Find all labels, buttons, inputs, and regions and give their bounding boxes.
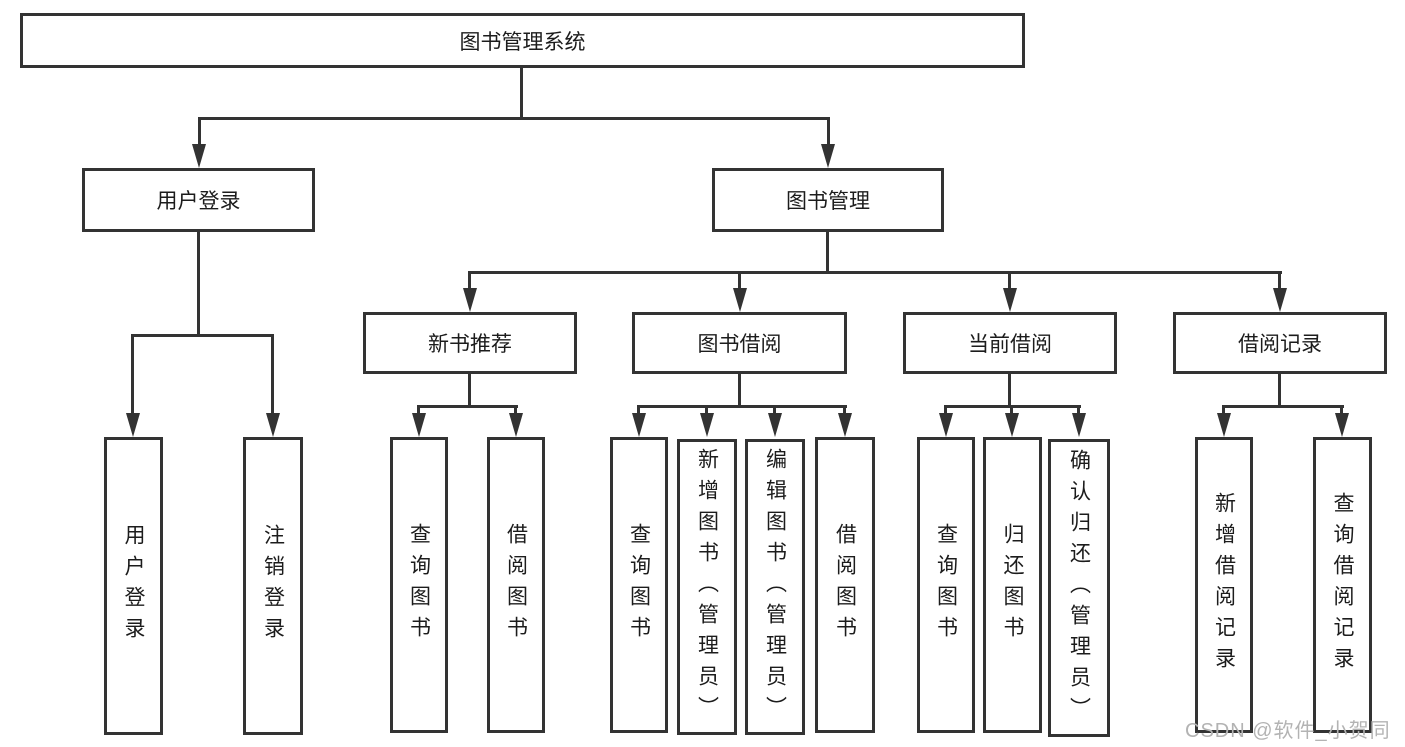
leaf-logout: 注销登录 [243,437,303,735]
leaf-query-books-current: 查询图书 [917,437,975,733]
node-label: 查询图书 [407,523,431,647]
node-label: 新增图书（管理员） [695,447,719,727]
connector-drop [1008,374,1011,407]
connector-root-drop [520,68,523,118]
leaf-edit-book-admin: 编辑图书（管理员） [745,439,805,735]
arrow-down-icon [733,288,747,312]
arrow-down-icon [838,413,852,437]
connector-level3-bar [468,271,1282,274]
node-label: 当前借阅 [968,333,1052,356]
node-new-book-recommend: 新书推荐 [363,312,577,374]
node-label: 图书管理 [786,190,870,213]
connector-drop-leaf [1010,405,1013,415]
arrow-down-icon [1335,413,1349,437]
connector-drop [468,374,471,407]
arrow-down-icon [266,413,280,437]
connector-book-management-drop [826,232,829,273]
arrow-down-icon [1217,413,1231,437]
connector-bar [637,405,847,408]
arrow-down-icon [1005,413,1019,437]
node-label: 归还图书 [1001,523,1024,647]
node-label: 用户登录 [122,524,145,648]
arrow-down-icon [1072,413,1086,437]
node-label: 注销登录 [261,524,285,648]
node-label: 借阅记录 [1238,333,1322,356]
connector-drop-leaf [514,405,517,415]
node-label: 查询借阅记录 [1331,492,1354,678]
node-label: 用户登录 [156,190,241,213]
leaf-query-borrow-record: 查询借阅记录 [1313,437,1372,733]
arrow-down-icon [632,413,646,437]
node-current-borrow: 当前借阅 [903,312,1117,374]
connector-drop-user-login [198,117,201,147]
arrow-down-icon [821,144,835,168]
leaf-query-books-borrow: 查询图书 [610,437,668,733]
arrow-down-icon [768,413,782,437]
leaf-return-books: 归还图书 [983,437,1042,733]
leaf-user-login: 用户登录 [104,437,163,735]
node-label: 新增借阅记录 [1212,492,1236,678]
node-library-management-system: 图书管理系统 [20,13,1025,68]
connector-drop-leaf [705,405,708,415]
connector-drop-leaf [417,405,420,415]
node-label: 图书借阅 [697,333,782,356]
arrow-down-icon [192,144,206,168]
connector-drop-new-book [468,271,471,290]
connector-drop-leaf [1340,405,1343,415]
leaf-borrow-books: 借阅图书 [815,437,875,733]
connector-user-login-drop [197,232,200,335]
node-label: 编辑图书（管理员） [763,447,787,727]
node-label: 确认归还（管理员） [1067,448,1091,728]
arrow-down-icon [463,288,477,312]
connector-drop-leaf [1222,405,1225,415]
connector-drop-leaf [1077,405,1080,415]
node-label: 查询图书 [627,523,651,647]
connector-drop-book-borrow [738,271,741,290]
leaf-query-books-recommend: 查询图书 [390,437,448,733]
node-label: 查询图书 [934,523,958,647]
arrow-down-icon [509,413,523,437]
connector-level1-bar [198,117,830,120]
arrow-down-icon [1273,288,1287,312]
leaf-add-borrow-record: 新增借阅记录 [1195,437,1253,733]
node-book-borrow: 图书借阅 [632,312,847,374]
node-label: 借阅图书 [504,523,528,647]
connector-drop [1278,374,1281,407]
leaf-borrow-books-recommend: 借阅图书 [487,437,545,733]
arrow-down-icon [939,413,953,437]
leaf-confirm-return-admin: 确认归还（管理员） [1048,439,1110,737]
node-label: 借阅图书 [833,523,857,647]
connector-drop-leaf [773,405,776,415]
connector-drop-borrow-records [1278,271,1281,290]
connector-drop-leaf [637,405,640,415]
connector-bar [417,405,518,408]
arrow-down-icon [1003,288,1017,312]
node-borrow-records: 借阅记录 [1173,312,1387,374]
arrow-down-icon [700,413,714,437]
node-label: 新书推荐 [428,333,512,356]
connector-drop-book-management [827,117,830,147]
connector-drop-current-borrow [1008,271,1011,290]
node-user-login: 用户登录 [82,168,315,232]
connector-drop-leaf [843,405,846,415]
connector-drop-leaf [131,334,134,415]
connector-bar [1222,405,1344,408]
connector-user-login-bar [131,334,274,337]
leaf-add-book-admin: 新增图书（管理员） [677,439,737,735]
connector-drop [738,374,741,407]
node-label: 图书管理系统 [459,30,586,54]
arrow-down-icon [126,413,140,437]
connector-drop-leaf [944,405,947,415]
connector-drop-leaf [271,334,274,415]
node-book-management: 图书管理 [712,168,944,232]
watermark: CSDN @软件_小贺同学 [1185,720,1391,742]
arrow-down-icon [412,413,426,437]
